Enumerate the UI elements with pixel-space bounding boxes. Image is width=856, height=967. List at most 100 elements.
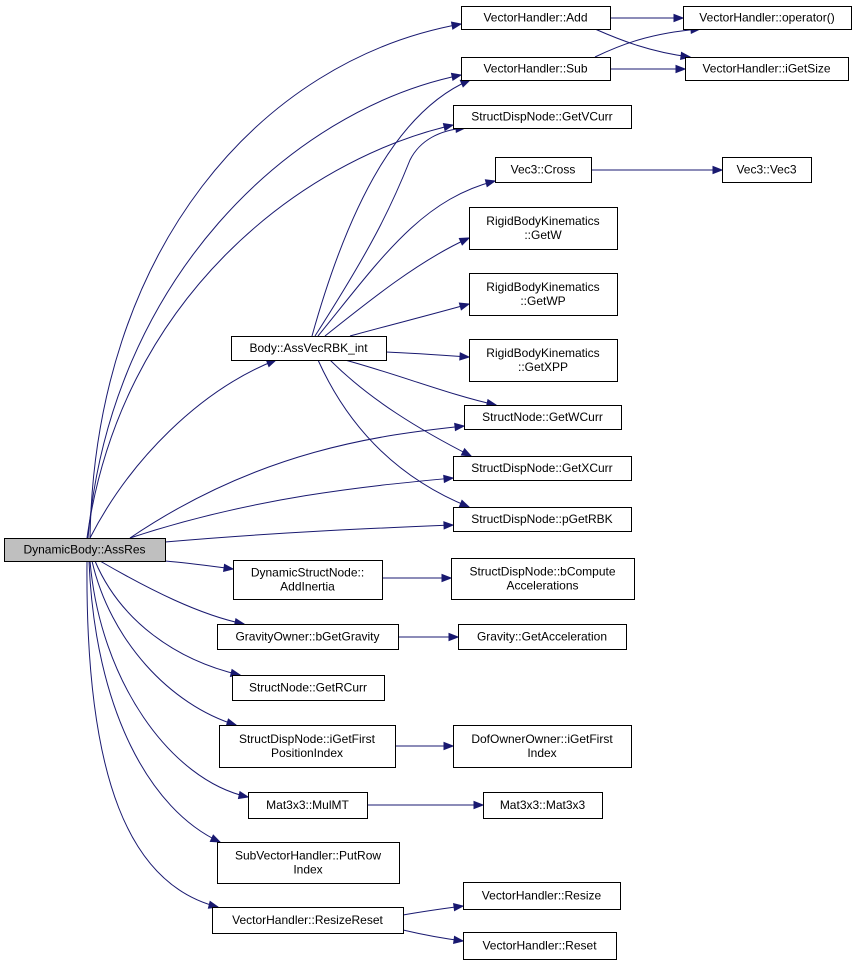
node-box [495,157,592,183]
edge-arrowhead [443,474,455,484]
node-vhrr[interactable]: VectorHandler::ResizeReset [212,907,404,934]
node-v3cross[interactable]: Vec3::Cross [495,157,592,183]
edge-line [317,359,470,508]
node-rbkw[interactable]: RigidBodyKinematics::GetW [469,207,618,250]
node-label: VectorHandler::ResizeReset [232,913,383,927]
edge-arrowhead [458,302,471,311]
edge-arrowhead [223,563,235,572]
node-label: VectorHandler::Add [483,11,587,25]
edge-line [94,560,241,676]
edge-mulmt-to-mat3x3 [367,800,485,810]
edge-arrowhead [443,741,455,751]
edge-vhsub-to-vhsize [610,64,687,74]
edge-avrbk-to-rbkw [324,237,471,337]
edge-line [164,524,454,543]
edge-arrowhead [473,800,485,810]
node-label: ::GetWP [520,294,565,308]
node-rbkxpp[interactable]: RigidBodyKinematics::GetXPP [469,339,618,382]
node-avrbk[interactable]: Body::AssVecRBK_int [231,336,387,361]
node-sdgetx[interactable]: StructDispNode::GetXCurr [453,456,632,481]
node-mat3x3[interactable]: Mat3x3::Mat3x3 [483,792,603,819]
node-label: Gravity::GetAcceleration [477,630,607,644]
edge-arrowhead [450,72,463,82]
edge-avrbk-to-sdprbk [317,359,471,508]
node-vhres[interactable]: VectorHandler::Resize [463,882,621,910]
node-vhadd[interactable]: VectorHandler::Add [461,6,611,30]
node-box [685,57,849,81]
edge-arrowhead [441,573,453,583]
node-gobgg[interactable]: GravityOwner::bGetGravity [217,624,399,650]
node-box [461,57,611,81]
edge-line [88,560,221,843]
node-box [483,792,603,819]
node-label: StructDispNode::pGetRBK [471,512,612,526]
edge-vhsub-to-vhop [594,25,702,58]
edge-line [89,23,462,539]
node-label: VectorHandler::Sub [483,62,587,76]
edge-line [129,477,454,539]
edge-avrbk-to-rbkwp [349,302,471,337]
edge-line [89,560,249,798]
edge-line [314,127,466,337]
node-label: DofOwnerOwner::iGetFirst [471,732,613,746]
edge-arrowhead [459,352,471,361]
node-sdprbk[interactable]: StructDispNode::pGetRBK [453,507,632,532]
node-box [232,675,385,701]
node-label: RigidBodyKinematics [486,280,599,294]
node-label: StructDispNode::GetVCurr [471,110,612,124]
edge-arrowhead [675,64,687,74]
node-dsnadd[interactable]: DynamicStructNode::AddInertia [233,560,383,600]
node-vhsize[interactable]: VectorHandler::iGetSize [685,57,849,81]
node-vhop[interactable]: VectorHandler::operator() [683,6,852,30]
node-label: ::GetW [524,228,562,242]
node-label: Mat3x3::Mat3x3 [500,798,586,812]
node-box [453,725,632,768]
node-vhsub[interactable]: VectorHandler::Sub [461,57,611,81]
node-box [212,907,404,934]
edge-assres-to-sngetr [94,560,242,677]
node-v3vec3[interactable]: Vec3::Vec3 [722,157,812,183]
edge-vhrr-to-vhreset [402,929,465,944]
node-sngetr[interactable]: StructNode::GetRCurr [232,675,385,701]
edge-line [129,425,465,539]
node-label: GravityOwner::bGetGravity [235,630,379,644]
edge-line [324,237,470,337]
node-label: AddInertia [280,580,335,594]
edge-line [86,560,219,908]
edge-avrbk-to-rbkxpp [385,351,471,361]
node-label: SubVectorHandler::PutRow [235,849,381,863]
edges [86,13,724,944]
edge-assres-to-svhput [88,560,222,843]
edge-line [311,79,471,337]
edge-arrowhead [448,632,460,642]
edge-arrowhead [673,13,685,23]
edge-assres-to-vhrr [86,560,220,909]
node-box [463,882,621,910]
node-label: RigidBodyKinematics [486,346,599,360]
node-box [231,336,387,361]
node-label: VectorHandler::Reset [482,939,597,953]
edge-arrowhead [453,903,465,912]
node-sdgetv[interactable]: StructDispNode::GetVCurr [453,105,632,129]
edge-assres-to-avrbk [89,359,278,539]
edge-avrbk-to-sdgetx [329,359,473,457]
node-box [217,842,400,884]
edge-line [86,124,454,539]
edge-arrowhead [460,447,473,457]
node-assres[interactable]: DynamicBody::AssRes [4,538,166,562]
node-rbkwp[interactable]: RigidBodyKinematics::GetWP [469,273,618,316]
node-label: StructDispNode::iGetFirst [239,732,376,746]
node-sngetw[interactable]: StructNode::GetWCurr [464,405,622,430]
edge-v3cross-to-v3vec3 [591,165,724,175]
node-box [451,558,635,600]
node-label: StructDispNode::GetXCurr [471,461,612,475]
node-gravacc[interactable]: Gravity::GetAcceleration [458,624,627,650]
node-mulmt[interactable]: Mat3x3::MulMT [248,792,368,819]
edge-avrbk-to-vhsub [311,79,472,337]
node-vhreset[interactable]: VectorHandler::Reset [463,932,617,960]
